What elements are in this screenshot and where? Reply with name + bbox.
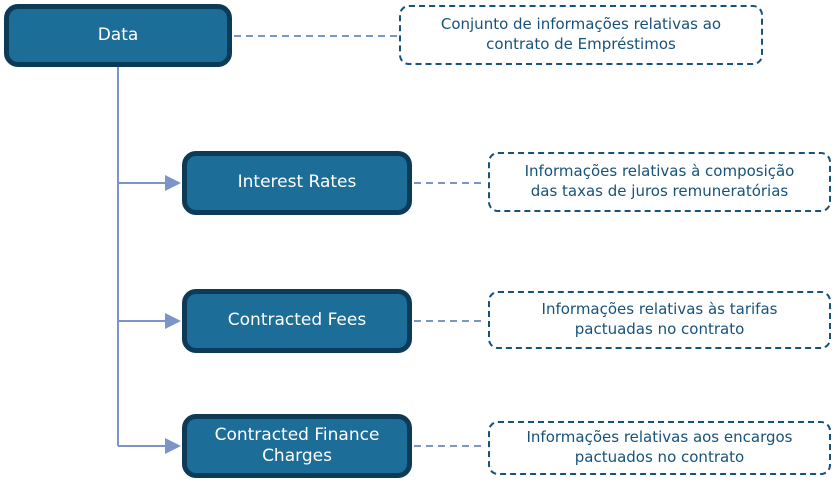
arrow-right-icon	[165, 313, 181, 329]
node-label: Interest Rates	[237, 172, 357, 193]
note-text: Informações relativas às tarifas pactuad…	[541, 300, 778, 338]
note-contracted-fees: Informações relativas às tarifas pactuad…	[488, 291, 831, 349]
note-text: Informações relativas aos encargos pactu…	[526, 428, 793, 466]
node-label: Contracted Fees	[227, 310, 367, 331]
note-data: Conjunto de informações relativas ao con…	[399, 5, 763, 65]
node-contracted-finance-charges: Contracted Finance Charges	[182, 414, 412, 478]
node-label: Data	[97, 24, 139, 45]
note-text: Conjunto de informações relativas ao con…	[440, 15, 722, 53]
node-contracted-fees: Contracted Fees	[182, 289, 412, 353]
note-interest-rates: Informações relativas à composição das t…	[488, 152, 831, 212]
node-interest-rates: Interest Rates	[182, 151, 412, 215]
node-label: Contracted Finance Charges	[214, 424, 380, 466]
note-contracted-finance-charges: Informações relativas aos encargos pactu…	[488, 421, 831, 475]
arrow-right-icon	[165, 175, 181, 191]
arrow-right-icon	[165, 438, 181, 454]
node-data: Data	[4, 4, 232, 67]
note-text: Informações relativas à composição das t…	[524, 162, 795, 200]
